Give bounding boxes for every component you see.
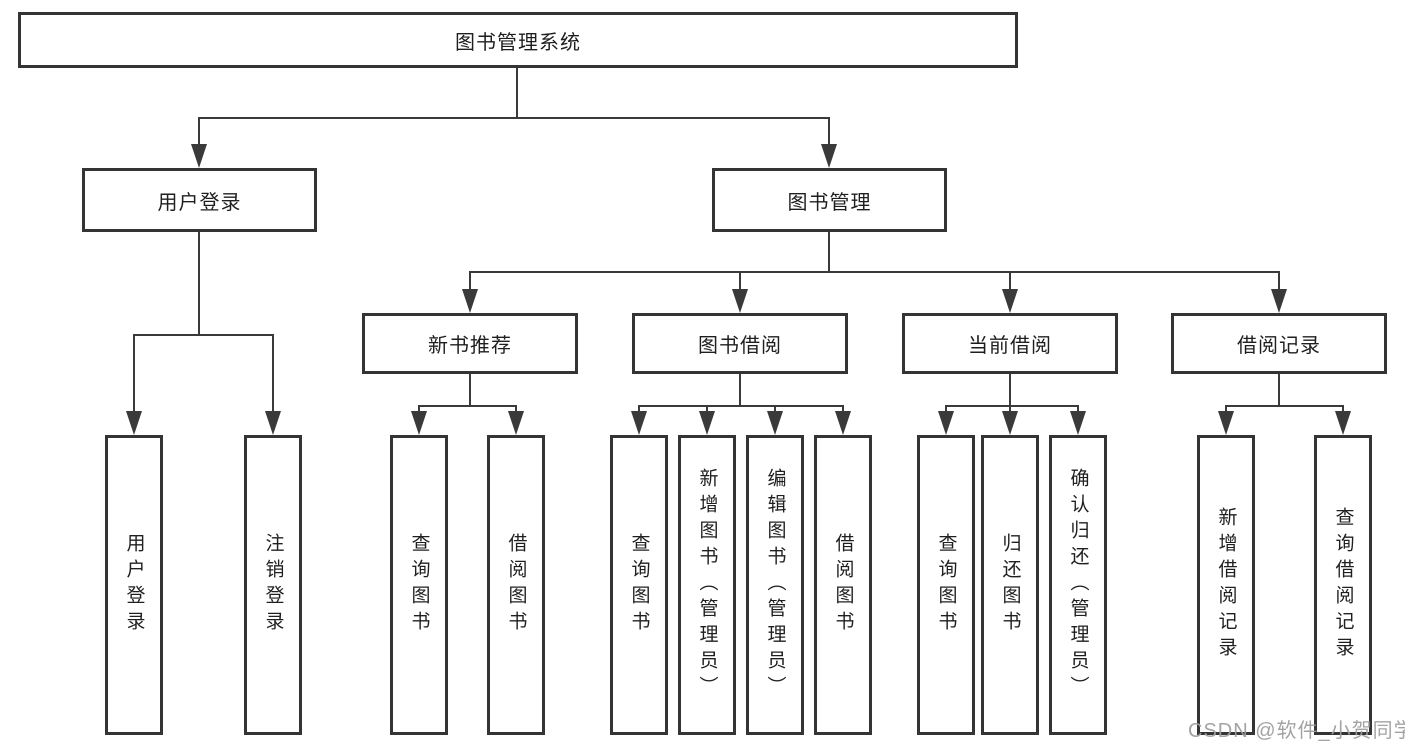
connector bbox=[739, 272, 741, 294]
node-borrow-records-label: 借阅记录 bbox=[1237, 335, 1321, 357]
arrowhead bbox=[1070, 411, 1086, 435]
connector bbox=[469, 374, 471, 407]
leaf-borrow-query-books-label: 查询图书 bbox=[628, 533, 650, 637]
connector bbox=[1225, 405, 1344, 407]
connector bbox=[198, 117, 830, 119]
leaf-confirm-return-admin: 确认归还（管理员） bbox=[1049, 435, 1107, 735]
arrowhead bbox=[265, 411, 281, 435]
connector bbox=[1009, 374, 1011, 407]
connector bbox=[1225, 405, 1227, 416]
connector bbox=[945, 405, 947, 416]
leaf-recommend-query-books: 查询图书 bbox=[390, 435, 448, 735]
arrowhead bbox=[938, 411, 954, 435]
leaf-return-books: 归还图书 bbox=[981, 435, 1039, 735]
node-root: 图书管理系统 bbox=[18, 12, 1018, 68]
connector bbox=[198, 232, 200, 336]
arrowhead bbox=[1218, 411, 1234, 435]
node-root-label: 图书管理系统 bbox=[455, 31, 581, 54]
connector bbox=[842, 405, 844, 416]
leaf-add-books-admin-label: 新增图书（管理员） bbox=[696, 468, 718, 702]
node-new-book-recommend-label: 新书推荐 bbox=[428, 335, 512, 357]
node-book-management-label: 图书管理 bbox=[787, 191, 872, 214]
leaf-query-borrow-record-label: 查询借阅记录 bbox=[1332, 507, 1354, 663]
leaf-edit-books-admin-label: 编辑图书（管理员） bbox=[764, 468, 786, 702]
connector bbox=[198, 118, 200, 150]
leaf-logout: 注销登录 bbox=[244, 435, 302, 735]
leaf-recommend-borrow-books: 借阅图书 bbox=[487, 435, 545, 735]
arrowhead bbox=[699, 411, 715, 435]
connector bbox=[1009, 405, 1011, 416]
leaf-borrow-books-label: 借阅图书 bbox=[832, 533, 854, 637]
leaf-query-borrow-record: 查询借阅记录 bbox=[1314, 435, 1372, 735]
leaf-edit-books-admin: 编辑图书（管理员） bbox=[746, 435, 804, 735]
connector bbox=[638, 405, 640, 416]
node-book-management: 图书管理 bbox=[712, 168, 947, 232]
arrowhead bbox=[835, 411, 851, 435]
arrowhead bbox=[411, 411, 427, 435]
leaf-add-books-admin: 新增图书（管理员） bbox=[678, 435, 736, 735]
node-user-login: 用户登录 bbox=[82, 168, 317, 232]
leaf-user-login: 用户登录 bbox=[105, 435, 163, 735]
arrowhead bbox=[462, 289, 478, 313]
arrowhead bbox=[508, 411, 524, 435]
connector bbox=[706, 405, 708, 416]
connector bbox=[272, 335, 274, 416]
node-book-borrow: 图书借阅 bbox=[632, 313, 848, 374]
connector bbox=[1278, 374, 1280, 407]
connector bbox=[133, 334, 274, 336]
node-current-borrow-label: 当前借阅 bbox=[968, 335, 1052, 357]
connector bbox=[638, 405, 844, 407]
node-new-book-recommend: 新书推荐 bbox=[362, 313, 578, 374]
leaf-borrow-books: 借阅图书 bbox=[814, 435, 872, 735]
arrowhead bbox=[191, 144, 207, 168]
connector bbox=[1342, 405, 1344, 416]
leaf-user-login-label: 用户登录 bbox=[123, 533, 145, 637]
arrowhead bbox=[1335, 411, 1351, 435]
connector bbox=[1278, 272, 1280, 294]
connector bbox=[469, 272, 471, 294]
connector bbox=[828, 118, 830, 150]
leaf-recommend-query-books-label: 查询图书 bbox=[408, 533, 430, 637]
leaf-add-borrow-record: 新增借阅记录 bbox=[1197, 435, 1255, 735]
connector bbox=[469, 271, 1280, 273]
connector bbox=[516, 68, 518, 118]
arrowhead bbox=[126, 411, 142, 435]
watermark: CSDN @软件_小贺同学 bbox=[1188, 720, 1405, 742]
connector bbox=[418, 405, 517, 407]
leaf-return-books-label: 归还图书 bbox=[999, 533, 1021, 637]
connector bbox=[739, 374, 741, 407]
node-user-login-label: 用户登录 bbox=[157, 191, 242, 214]
arrowhead bbox=[1271, 289, 1287, 313]
arrowhead bbox=[1002, 411, 1018, 435]
connector bbox=[1077, 405, 1079, 416]
connector bbox=[774, 405, 776, 416]
arrowhead bbox=[1002, 289, 1018, 313]
arrowhead bbox=[631, 411, 647, 435]
node-current-borrow: 当前借阅 bbox=[902, 313, 1118, 374]
node-book-borrow-label: 图书借阅 bbox=[698, 335, 782, 357]
leaf-current-query-books: 查询图书 bbox=[917, 435, 975, 735]
arrowhead bbox=[732, 289, 748, 313]
arrowhead bbox=[767, 411, 783, 435]
connector bbox=[515, 405, 517, 416]
leaf-recommend-borrow-books-label: 借阅图书 bbox=[505, 533, 527, 637]
connector bbox=[828, 232, 830, 273]
connector bbox=[1009, 272, 1011, 294]
leaf-add-borrow-record-label: 新增借阅记录 bbox=[1215, 507, 1237, 663]
leaf-logout-label: 注销登录 bbox=[262, 533, 284, 637]
connector bbox=[945, 405, 1079, 407]
node-borrow-records: 借阅记录 bbox=[1171, 313, 1387, 374]
leaf-confirm-return-admin-label: 确认归还（管理员） bbox=[1067, 468, 1089, 702]
connector bbox=[133, 335, 135, 416]
arrowhead bbox=[821, 144, 837, 168]
connector bbox=[418, 405, 420, 416]
leaf-borrow-query-books: 查询图书 bbox=[610, 435, 668, 735]
leaf-current-query-books-label: 查询图书 bbox=[935, 533, 957, 637]
